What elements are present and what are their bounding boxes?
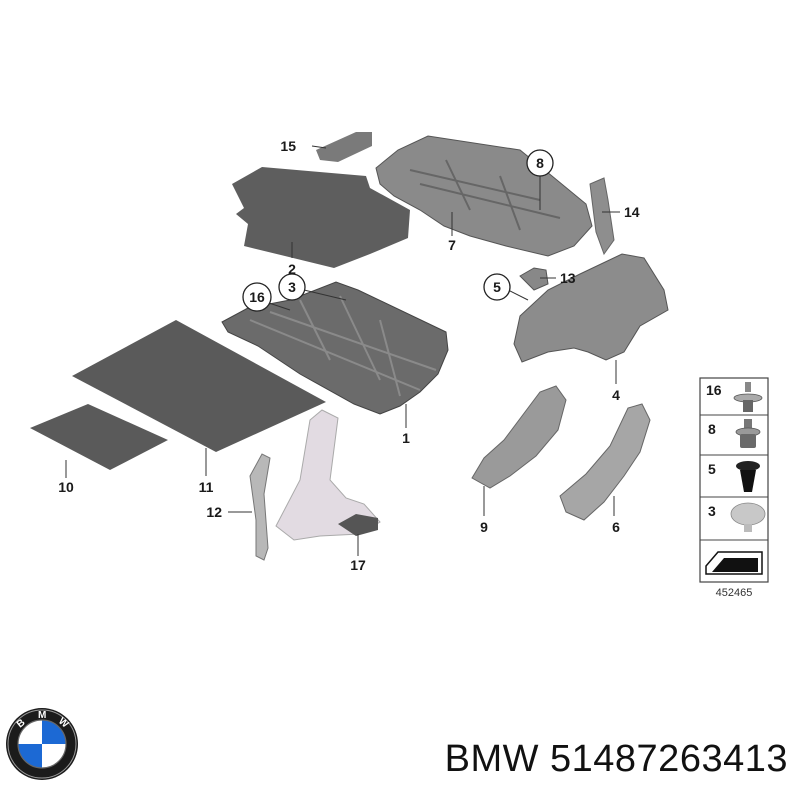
push-clip-icon [733,382,763,412]
callout-15: 15 [280,138,296,154]
plug-cap-icon [730,502,766,532]
svg-text:8: 8 [536,155,544,171]
sheet-reference-icon [705,551,763,575]
callout-1: 1 [402,430,410,446]
legend-label-8: 8 [708,421,716,437]
svg-text:3: 3 [288,279,296,295]
legend-label-5: 5 [708,461,716,477]
diagram-reference-number: 452465 [716,587,753,599]
callout-16-circled: 16 [242,282,272,312]
part-7-detail [409,159,561,231]
part-17-side-trim [275,409,381,541]
part-12-trim-strip [249,453,271,561]
part-14-side-trim [589,177,615,256]
part-11-large-mat [72,320,326,452]
legend-label-16: 16 [706,382,722,398]
callout-7: 7 [448,237,456,253]
leader-lines [65,145,620,556]
callout-5-circled: 5 [483,273,511,301]
callout-13: 13 [560,270,576,286]
part-13-bracket [519,267,549,291]
part-2-trunk-mat [232,167,410,268]
part-9-insulation [471,385,567,489]
callout-11: 11 [199,479,214,495]
svg-text:M: M [38,710,46,721]
part-7-rear-panel [375,135,593,257]
callout-10: 10 [58,479,74,495]
part-17-bracket [338,514,378,536]
svg-text:16: 16 [249,289,265,305]
callout-2: 2 [288,261,296,277]
expanding-rivet-icon [735,419,761,448]
part-4-wheel-arch [513,253,669,363]
fastener-legend: 16 8 5 3 [699,377,769,583]
callout-17: 17 [350,557,366,573]
bmw-logo-icon: B M W [6,708,78,780]
part-15-trim [316,132,372,162]
part-1-detail [249,295,437,397]
tree-clip-icon [736,461,760,492]
callout-3-circled: 3 [278,273,306,301]
callout-12: 12 [206,504,222,520]
callout-9: 9 [480,519,488,535]
callout-6: 6 [612,519,620,535]
legend-label-3: 3 [708,503,716,519]
callout-8-circled: 8 [526,149,554,177]
svg-text:5: 5 [493,279,501,295]
part-6-insulation [559,403,651,521]
part-10-small-mat [30,404,168,470]
callout-14: 14 [624,204,640,220]
callout-4: 4 [612,387,620,403]
brand-part-number: BMW 51487263413 [444,738,788,780]
